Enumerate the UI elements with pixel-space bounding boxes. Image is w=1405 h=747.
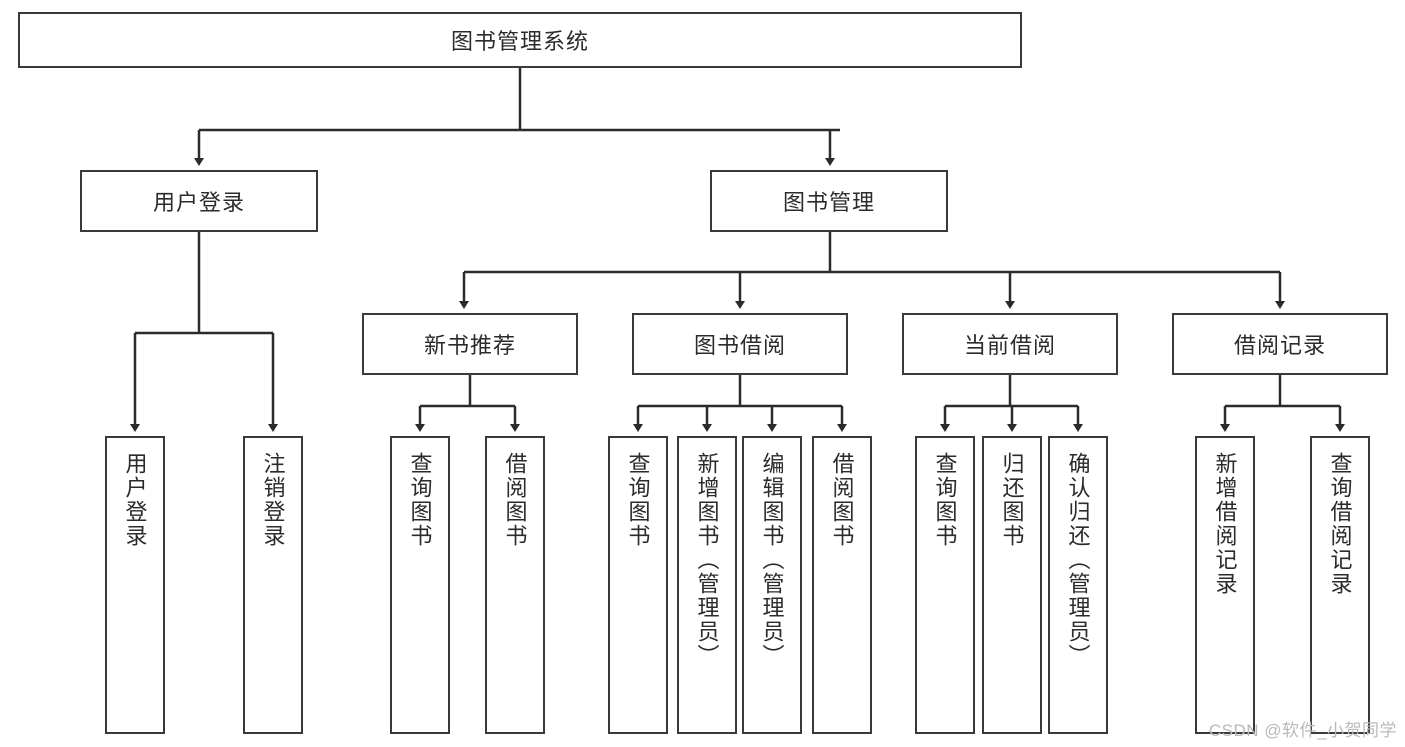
node-borrow-record[interactable]: 借阅记录	[1172, 313, 1388, 375]
node-current-borrow-label: 当前借阅	[963, 333, 1056, 358]
leaf-confirm-return-admin-label: 确认归还（管理员）	[1065, 452, 1091, 668]
node-book-management-label: 图书管理	[782, 190, 875, 215]
leaf-query-book-recommend-label: 查询图书	[407, 452, 433, 548]
node-new-book-recommend-label: 新书推荐	[423, 333, 516, 358]
leaf-edit-book-admin[interactable]: 编辑图书（管理员）	[742, 436, 802, 734]
leaf-query-book-borrow[interactable]: 查询图书	[608, 436, 668, 734]
leaf-query-book-current[interactable]: 查询图书	[915, 436, 975, 734]
leaf-add-borrow-record[interactable]: 新增借阅记录	[1195, 436, 1255, 734]
leaf-return-book-label: 归还图书	[999, 452, 1025, 548]
node-root-label: 图书管理系统	[450, 29, 589, 54]
leaf-logout[interactable]: 注销登录	[243, 436, 303, 734]
leaf-add-book-admin-label: 新增图书（管理员）	[694, 452, 720, 668]
node-borrow-record-label: 借阅记录	[1233, 333, 1326, 358]
node-new-book-recommend[interactable]: 新书推荐	[362, 313, 578, 375]
leaf-add-book-admin[interactable]: 新增图书（管理员）	[677, 436, 737, 734]
node-root[interactable]: 图书管理系统	[18, 12, 1022, 68]
leaf-borrow-book[interactable]: 借阅图书	[812, 436, 872, 734]
leaf-borrow-book-label: 借阅图书	[829, 452, 855, 548]
leaf-return-book[interactable]: 归还图书	[982, 436, 1042, 734]
leaf-query-book-recommend[interactable]: 查询图书	[390, 436, 450, 734]
leaf-logout-label: 注销登录	[260, 452, 286, 548]
leaf-query-borrow-record[interactable]: 查询借阅记录	[1310, 436, 1370, 734]
node-book-management[interactable]: 图书管理	[710, 170, 948, 232]
leaf-add-borrow-record-label: 新增借阅记录	[1212, 452, 1238, 596]
watermark: CSDN @软件_小贺同学	[1208, 721, 1397, 740]
leaf-query-borrow-record-label: 查询借阅记录	[1327, 452, 1353, 596]
leaf-user-login[interactable]: 用户登录	[105, 436, 165, 734]
node-current-borrow[interactable]: 当前借阅	[902, 313, 1118, 375]
leaf-edit-book-admin-label: 编辑图书（管理员）	[759, 452, 785, 668]
leaf-borrow-book-recommend[interactable]: 借阅图书	[485, 436, 545, 734]
node-user-login[interactable]: 用户登录	[80, 170, 318, 232]
leaf-user-login-label: 用户登录	[122, 452, 148, 548]
leaf-borrow-book-recommend-label: 借阅图书	[502, 452, 528, 548]
leaf-confirm-return-admin[interactable]: 确认归还（管理员）	[1048, 436, 1108, 734]
node-user-login-label: 用户登录	[152, 190, 245, 215]
node-book-borrow[interactable]: 图书借阅	[632, 313, 848, 375]
node-book-borrow-label: 图书借阅	[693, 333, 786, 358]
leaf-query-book-borrow-label: 查询图书	[625, 452, 651, 548]
leaf-query-book-current-label: 查询图书	[932, 452, 958, 548]
